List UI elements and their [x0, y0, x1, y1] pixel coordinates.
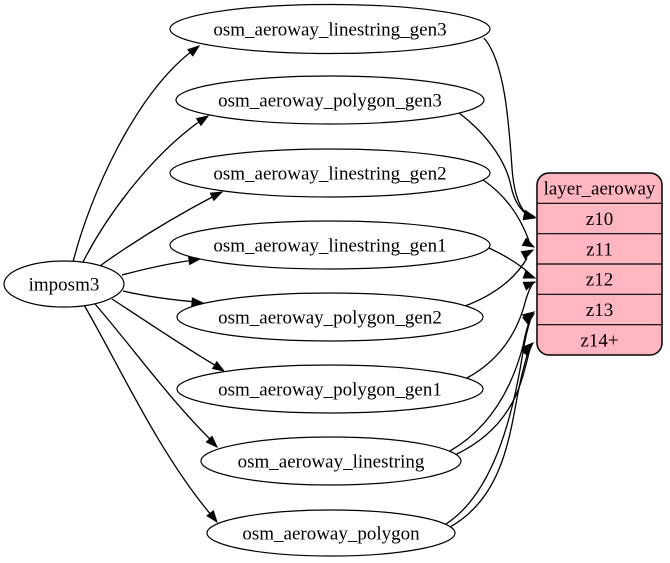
node-ellipse: [3, 260, 125, 308]
record-row-label-z12: z12: [586, 270, 613, 291]
node-label: osm_aeroway_linestring: [238, 452, 425, 473]
node-label: osm_aeroway_polygon_gen1: [218, 380, 442, 401]
edge-imposm3-to-osm_aeroway_linestring_gen1: [121, 255, 202, 276]
edge-line: [96, 194, 217, 269]
edge-imposm3-to-osm_aeroway_linestring_gen3: [72, 45, 201, 263]
node-label: osm_aeroway_polygon_gen2: [218, 308, 442, 329]
arrowhead-icon: [522, 269, 537, 279]
edge-line: [122, 290, 198, 303]
arrowhead-icon: [521, 237, 536, 248]
arrowhead-icon: [187, 45, 201, 57]
edge-line: [454, 348, 531, 456]
record-row-label-z14+: z14+: [580, 330, 618, 351]
node-layer_aeroway: layer_aeroway z10 z11 z12 z13 z14+: [536, 172, 663, 356]
edge-line: [445, 317, 532, 525]
node-label: osm_aeroway_linestring_gen2: [213, 164, 446, 185]
node-label: osm_aeroway_linestring_gen3: [213, 20, 446, 41]
node-label: osm_aeroway_polygon_gen3: [218, 91, 442, 112]
edge-imposm3-to-osm_aeroway_linestring: [94, 303, 219, 449]
edge-line: [72, 50, 193, 263]
arrowhead-icon: [205, 435, 219, 449]
edge-line: [482, 179, 530, 242]
edge-imposm3-to-osm_aeroway_linestring_gen2: [96, 191, 224, 269]
node-osm_aeroway_linestring: osm_aeroway_linestring: [200, 436, 462, 486]
edge-osm_aeroway_polygon_gen1-to-z12: [466, 281, 537, 379]
arrowhead-icon: [195, 115, 210, 127]
node-osm_aeroway_polygon_gen2: osm_aeroway_polygon_gen2: [176, 292, 484, 342]
edge-imposm3-to-osm_aeroway_polygon_gen1: [111, 298, 226, 372]
edge-osm_aeroway_polygon_gen2-to-z11: [464, 249, 535, 307]
arrowhead-icon: [522, 313, 536, 325]
node-ellipse: [169, 3, 491, 55]
edge-line: [458, 112, 530, 217]
record-row-label-z13: z13: [586, 300, 613, 321]
edge-line: [83, 304, 213, 517]
edge-line: [111, 298, 219, 368]
arrowhead-icon: [520, 249, 535, 260]
node-osm_aeroway_linestring_gen2: osm_aeroway_linestring_gen2: [169, 148, 491, 198]
arrowhead-icon: [522, 281, 537, 291]
arrowhead-icon: [522, 210, 537, 221]
edge-osm_aeroway_linestring_gen1-to-z12: [488, 247, 537, 279]
node-imposm3: imposm3: [3, 260, 125, 308]
edge-imposm3-to-osm_aeroway_polygon_gen2: [122, 290, 205, 307]
node-ellipse: [176, 292, 484, 342]
edge-osm_aeroway_polygon_gen3-to-z10: [458, 112, 537, 221]
record-row-label-z10: z10: [586, 209, 613, 230]
edge-osm_aeroway_linestring_gen2-to-z11: [482, 179, 536, 248]
edge-line: [483, 37, 530, 216]
edge-imposm3-to-osm_aeroway_polygon: [83, 304, 218, 524]
edge-line: [449, 351, 529, 528]
node-osm_aeroway_polygon: osm_aeroway_polygon: [206, 509, 456, 557]
edge-line: [466, 284, 533, 379]
edge-line: [81, 118, 204, 265]
node-ellipse: [200, 436, 462, 486]
node-osm_aeroway_polygon_gen1: osm_aeroway_polygon_gen1: [176, 364, 484, 414]
node-osm_aeroway_polygon_gen3: osm_aeroway_polygon_gen3: [175, 75, 485, 125]
node-label: osm_aeroway_polygon: [242, 524, 420, 545]
node-label: osm_aeroway_linestring_gen1: [213, 236, 446, 257]
edge-imposm3-to-osm_aeroway_polygon_gen3: [81, 115, 210, 265]
edge-line: [121, 259, 195, 276]
node-label: imposm3: [29, 275, 100, 296]
node-ellipse: [169, 220, 491, 270]
node-ellipse: [175, 75, 485, 125]
record-row-label-z11: z11: [586, 239, 613, 260]
node-osm_aeroway_linestring_gen1: osm_aeroway_linestring_gen1: [169, 220, 491, 270]
arrowhead-icon: [209, 191, 224, 202]
arrowhead-icon: [211, 360, 226, 372]
node-ellipse: [176, 364, 484, 414]
node-ellipse: [206, 509, 456, 557]
edge-osm_aeroway_linestring_gen3-to-z10: [483, 37, 537, 219]
arrowhead-icon: [520, 343, 533, 357]
edge-line: [94, 303, 213, 442]
edge-osm_aeroway_polygon-to-z14+: [449, 343, 533, 528]
edge-line: [464, 257, 528, 307]
edge-osm_aeroway_polygon-to-z13: [445, 313, 536, 525]
arrowhead-icon: [206, 510, 218, 524]
record-header-label: layer_aeroway: [544, 179, 656, 200]
node-osm_aeroway_linestring_gen3: osm_aeroway_linestring_gen3: [169, 3, 491, 55]
edge-line: [449, 316, 532, 452]
node-ellipse: [169, 148, 491, 198]
